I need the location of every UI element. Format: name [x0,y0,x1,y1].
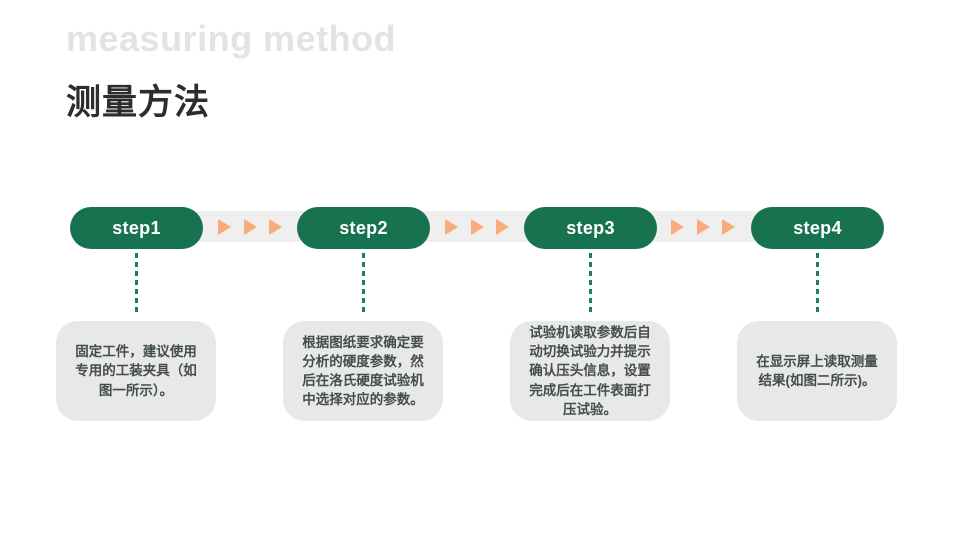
step3-description: 试验机读取参数后自动切换试验力并提示确认压头信息，设置完成后在工件表面打压试验。 [529,325,651,417]
arrow-group-2 [445,219,509,235]
arrow-right-triangle-icon [243,219,257,235]
step2-connector-dashed-line [362,253,365,313]
step4-label: step4 [793,217,842,238]
arrow-right-triangle-icon [218,219,231,235]
step3-description-box: 试验机读取参数后自动切换试验力并提示确认压头信息，设置完成后在工件表面打压试验。 [510,321,670,421]
step3-pill: step3 [524,207,657,249]
step2-pill: step2 [297,207,430,249]
step3-connector-dashed-line [589,253,592,313]
arrow-right-triangle-icon [496,219,509,235]
step2-label: step2 [339,217,388,238]
step1-pill: step1 [70,207,203,249]
step1-description-box: 固定工件，建议使用专用的工装夹具（如图一所示）。 [56,321,216,421]
arrow-group-3 [671,219,735,235]
step1-connector-dashed-line [135,253,138,313]
step2-description: 根据图纸要求确定要分析的硬度参数，然后在洛氏硬度试验机中选择对应的参数。 [302,334,424,408]
step1-label: step1 [112,217,161,238]
arrow-right-triangle-icon [722,219,735,235]
arrow-right-triangle-icon [269,219,282,235]
slide-subtitle-en: measuring method [66,18,397,59]
arrow-group-1 [218,219,282,235]
step2-description-box: 根据图纸要求确定要分析的硬度参数，然后在洛氏硬度试验机中选择对应的参数。 [283,321,443,421]
arrow-right-triangle-icon [445,219,458,235]
slide-title: 测量方法 [66,83,211,122]
step4-description-box: 在显示屏上读取测量结果(如图二所示)。 [737,321,897,421]
arrow-right-triangle-icon [696,219,710,235]
arrow-right-triangle-icon [470,219,484,235]
step3-label: step3 [566,217,615,238]
step4-pill: step4 [751,207,884,249]
step1-description: 固定工件，建议使用专用的工装夹具（如图一所示）。 [75,344,197,398]
step4-connector-dashed-line [816,253,819,313]
arrow-right-triangle-icon [671,219,684,235]
step4-description: 在显示屏上读取测量结果(如图二所示)。 [756,353,878,388]
